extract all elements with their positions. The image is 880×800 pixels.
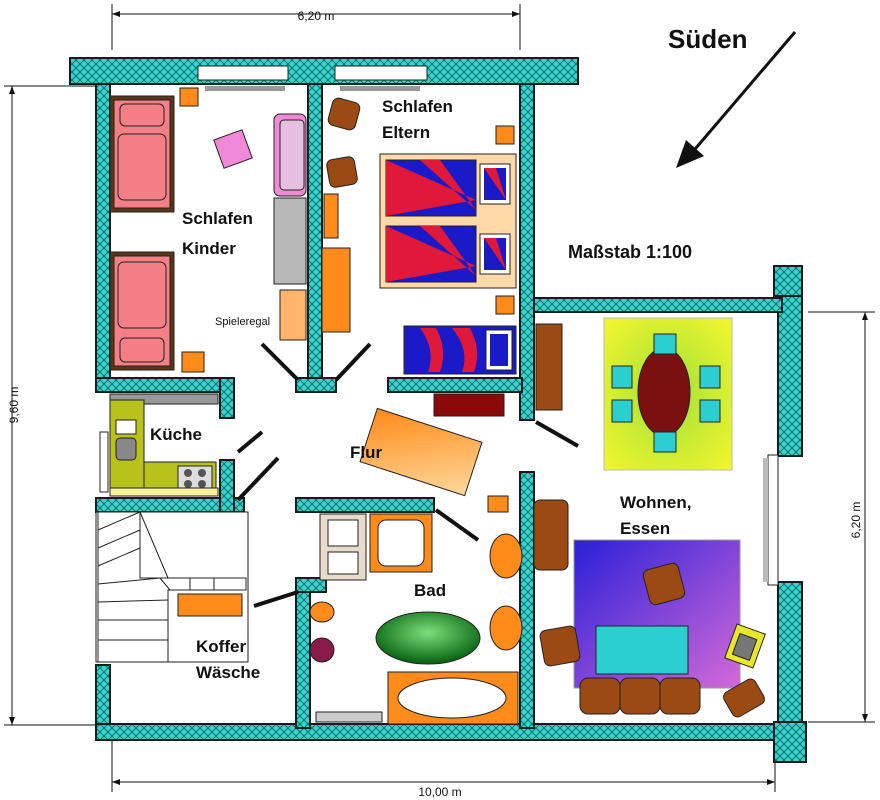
label-kueche: Küche	[150, 425, 202, 444]
koffer-cabinet	[177, 593, 243, 617]
dining-chair	[699, 399, 721, 423]
eltern-chair-2	[326, 156, 358, 188]
flur-cabinet	[433, 393, 505, 417]
room-bad	[309, 513, 523, 725]
dining-chair	[611, 365, 633, 389]
eltern-double-bed	[379, 153, 517, 289]
eltern-chair-1	[327, 97, 361, 131]
dimension-bottom-label: 10,00 m	[418, 785, 461, 799]
room-eltern	[321, 97, 517, 417]
label-wohnen-2: Essen	[620, 519, 670, 538]
eltern-dresser	[321, 247, 351, 333]
dining-chair	[699, 365, 721, 389]
bad-sink-1	[489, 533, 523, 579]
window-top-right	[334, 65, 428, 81]
spieleregal-label: Spieleregal	[215, 316, 270, 328]
compass-arrow-head	[676, 140, 704, 168]
sofa-seat	[659, 677, 701, 715]
armchair-3	[723, 678, 765, 718]
dimension-left: 9,60 m	[4, 85, 96, 726]
label-kinder-1: Schlafen	[182, 209, 253, 228]
spieleregal	[279, 289, 307, 341]
dimension-top: 6,20 m	[111, 4, 521, 50]
eltern-single-bed	[403, 325, 517, 375]
dimension-bottom: 10,00 m	[111, 740, 776, 799]
wohnen-cabinet	[535, 323, 563, 411]
label-flur: Flur	[350, 443, 382, 462]
label-bad: Bad	[414, 581, 446, 600]
dimension-top-label: 6,20 m	[298, 9, 335, 23]
dining-chair	[653, 333, 677, 355]
dimension-right-label: 6,20 m	[849, 502, 863, 539]
armchair-1	[642, 562, 686, 606]
flur-rug	[359, 407, 483, 497]
room-kueche	[109, 393, 219, 497]
coffee-table	[595, 625, 689, 675]
sofa-seat	[619, 677, 661, 715]
bad-toilet	[309, 601, 335, 623]
dining-chair	[611, 399, 633, 423]
dimension-left-label: 9,60 m	[7, 387, 21, 424]
compass: Süden	[668, 24, 797, 168]
room-wohnen	[533, 317, 766, 718]
room-kinder: Spieleregal	[109, 87, 307, 373]
staircase	[97, 511, 249, 663]
compass-arrow	[688, 31, 797, 156]
label-eltern-2: Eltern	[382, 123, 430, 142]
label-koffer-1: Koffer	[196, 637, 246, 656]
doors	[236, 342, 579, 608]
kueche-stove	[177, 465, 213, 491]
label-kinder-2: Kinder	[182, 239, 236, 258]
compass-label: Süden	[668, 24, 747, 54]
wohnen-sideboard	[533, 499, 569, 571]
window-top-left	[197, 65, 289, 81]
flur-stool	[487, 495, 509, 513]
bad-sink-2	[489, 605, 523, 651]
label-koffer-2: Wäsche	[196, 663, 260, 682]
dimension-right: 6,20 m	[808, 311, 875, 723]
label-wohnen-1: Wohnen,	[620, 493, 691, 512]
dining-chair	[653, 431, 677, 453]
kinder-nightstand	[179, 87, 199, 107]
label-eltern-1: Schlafen	[382, 97, 453, 116]
sofa-seat	[579, 677, 621, 715]
scale-label: Maßstab 1:100	[568, 242, 692, 262]
kinder-cushion	[213, 129, 253, 169]
kinder-desk	[273, 197, 307, 285]
bad-tub	[375, 611, 481, 665]
dining-table	[637, 347, 691, 437]
armchair-2	[539, 625, 581, 667]
